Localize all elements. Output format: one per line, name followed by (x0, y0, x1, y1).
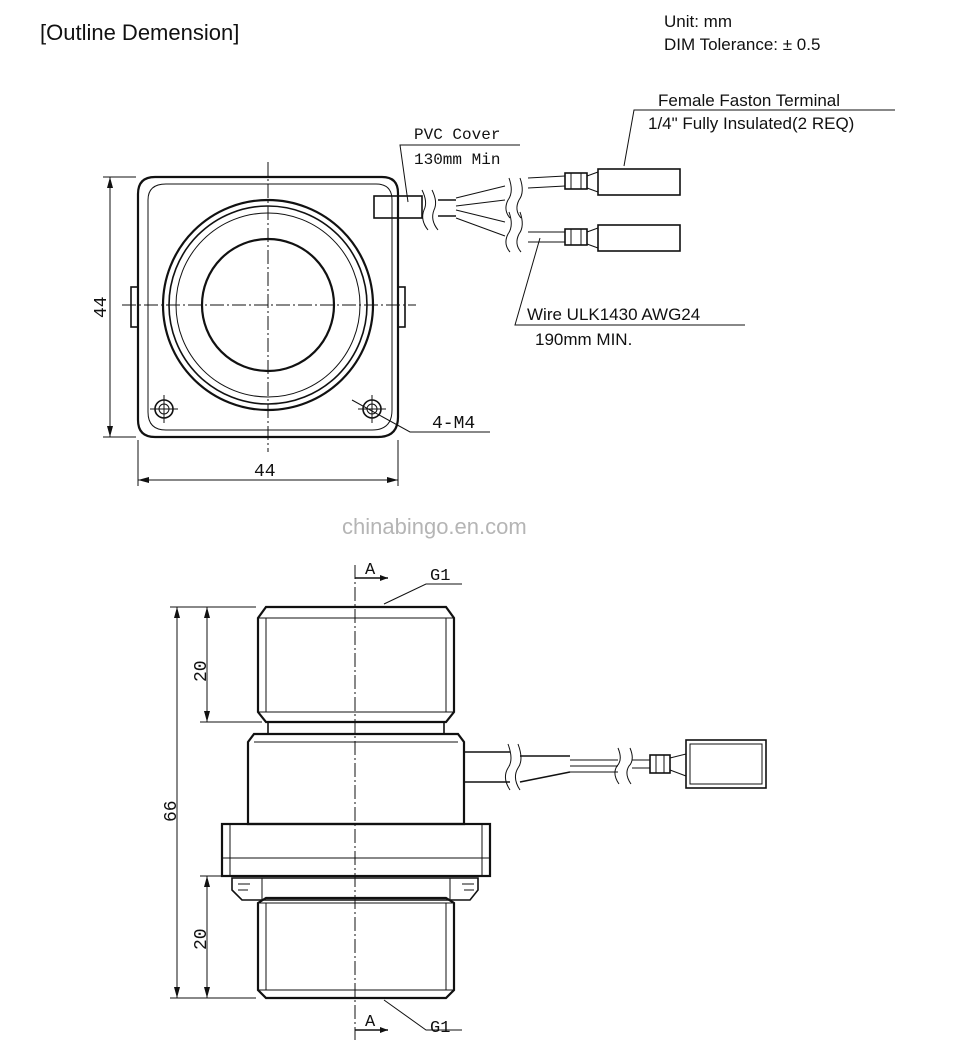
side-wire-break-2 (626, 747, 633, 785)
lower-wire (528, 231, 565, 243)
wire-break-a (505, 177, 512, 219)
wire-break-b (516, 177, 523, 219)
lower-faston-terminal (597, 224, 681, 252)
flange (220, 822, 492, 878)
section-label-top: A (365, 561, 376, 580)
hole-leader (351, 399, 490, 433)
dimension-total-66: 66 (162, 606, 256, 999)
mounting-plate (136, 175, 400, 439)
terminal-label-1: Female Faston Terminal (658, 91, 840, 110)
side-faston-terminal (685, 739, 767, 789)
dimension-lower-20: 20 (192, 875, 232, 998)
wire-break-c (505, 211, 512, 253)
side-cable-sheath (464, 751, 510, 783)
dim-width-text: 44 (254, 462, 276, 482)
pvc-cover-label: PVC Cover (414, 126, 500, 144)
side-wire-break-1 (614, 747, 621, 785)
pvc-cover (373, 195, 423, 219)
section-label-bottom: A (365, 1013, 376, 1032)
side-crimp (649, 754, 671, 774)
thread-label-bottom: G1 (430, 1019, 450, 1038)
drawing-title: [Outline Demension] (40, 20, 239, 45)
dim-height-text: 44 (92, 296, 112, 318)
top-view: 4-M4 PVC Cover 130mm Min Female Faston T… (92, 91, 895, 486)
dim-total-text: 66 (162, 800, 182, 822)
unit-label: Unit: mm (664, 12, 732, 31)
tolerance-label: DIM Tolerance: ± 0.5 (664, 35, 820, 54)
side-tab-right (397, 286, 406, 328)
thread-leader-top (383, 583, 462, 605)
wire-leader (514, 237, 745, 326)
cable-break-left (421, 189, 429, 231)
side-wires (570, 759, 618, 773)
side-tab-left (130, 286, 139, 328)
wire-pair-split (455, 185, 506, 237)
mount-hole-left (150, 395, 178, 423)
mount-hole-right (358, 395, 386, 423)
upper-neck (267, 721, 445, 735)
main-body (246, 732, 466, 826)
upper-crimp (564, 172, 588, 190)
dimension-upper-20: 20 (192, 607, 262, 723)
side-view: A G1 A G1 66 20 (162, 561, 767, 1040)
mounting-plate-inner (147, 183, 393, 431)
upper-thread-boss (256, 605, 456, 724)
side-cable-sheath-2 (519, 755, 571, 783)
terminal-leader (623, 109, 895, 167)
pvc-cover-length: 130mm Min (414, 151, 500, 169)
lower-thread-boss (256, 896, 456, 1000)
dimension-width-44: 44 (137, 440, 399, 486)
wire-label-1: Wire ULK1430 AWG24 (527, 305, 700, 324)
terminal-label-2: 1/4" Fully Insulated(2 REQ) (648, 114, 854, 133)
cable-sheath (438, 199, 456, 217)
upper-faston-terminal (597, 168, 681, 196)
side-cable-break-1 (504, 743, 512, 791)
dimension-height-44: 44 (92, 176, 136, 438)
watermark: chinabingo.en.com (342, 514, 527, 539)
dim-upper-text: 20 (192, 660, 212, 682)
cable-break-right (431, 189, 439, 231)
hole-label: 4-M4 (432, 414, 475, 434)
side-cable-break-2 (514, 743, 522, 791)
lower-crimp (564, 228, 588, 246)
upper-wire (527, 175, 566, 189)
thread-label-top: G1 (430, 567, 450, 586)
wire-break-d (516, 211, 523, 253)
dim-lower-text: 20 (192, 928, 212, 950)
thread-leader-bottom (383, 999, 462, 1031)
lock-nut (231, 877, 479, 901)
wire-label-2: 190mm MIN. (535, 330, 632, 349)
pvc-leader (399, 144, 520, 203)
